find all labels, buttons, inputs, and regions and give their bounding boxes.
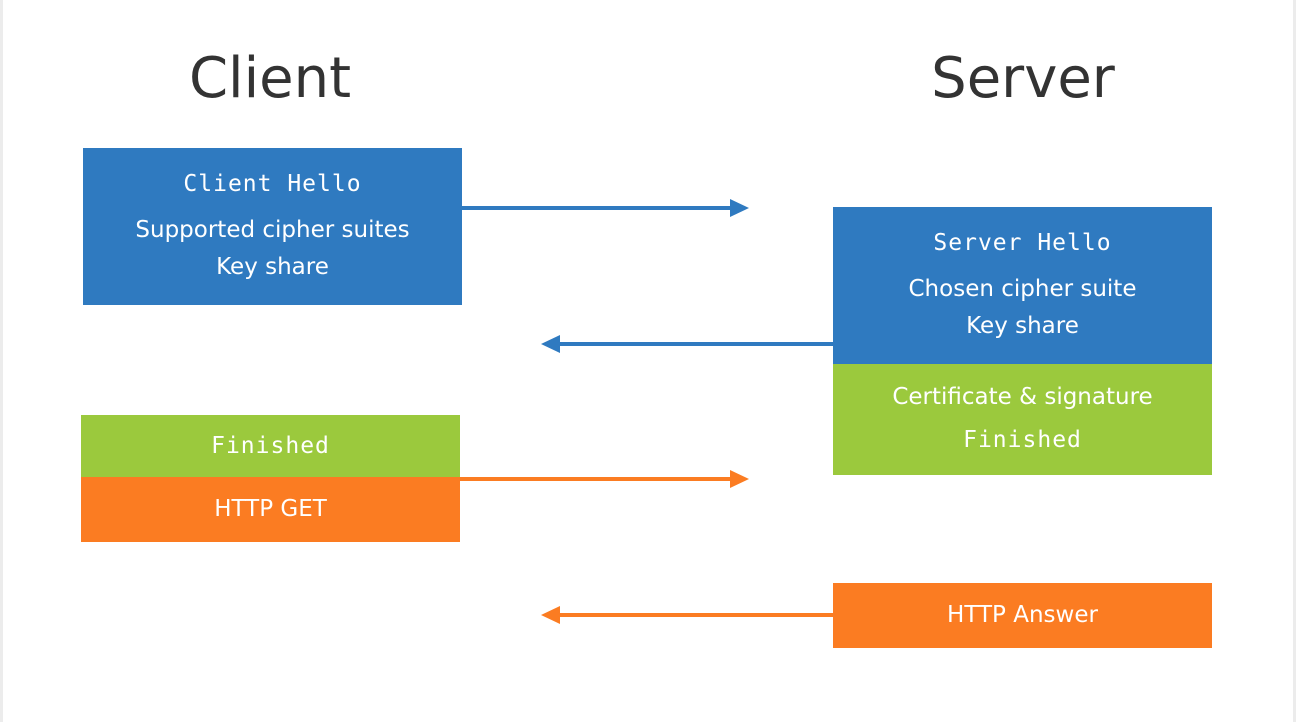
client-key-share-label: Key share [216, 254, 329, 280]
client-hello-title: Client Hello [183, 171, 362, 197]
server-certificate-box: Certificate & signature Finished [833, 364, 1212, 475]
client-finished-label: Finished [211, 433, 330, 459]
http-answer-box: HTTP Answer [833, 583, 1212, 648]
http-get-box: HTTP GET [81, 477, 460, 542]
server-hello-title: Server Hello [933, 230, 1112, 256]
client-hello-box: Client Hello Supported cipher suites Key… [83, 148, 462, 305]
server-key-share-label: Key share [966, 313, 1079, 339]
right-frame-edge [1293, 0, 1296, 722]
http-answer-arrow [541, 606, 833, 624]
server-cipher-suite-label: Chosen cipher suite [908, 276, 1137, 302]
http-get-arrow [460, 470, 749, 488]
left-frame-edge [0, 0, 3, 722]
http-answer-label: HTTP Answer [947, 602, 1098, 628]
server-certificate-label: Certificate & signature [892, 384, 1153, 410]
client-cipher-suites-label: Supported cipher suites [135, 217, 410, 243]
server-finished-label: Finished [963, 427, 1082, 453]
client-finished-box: Finished [81, 415, 460, 477]
client-heading: Client [188, 46, 352, 111]
server-heading: Server [931, 46, 1115, 111]
http-get-label: HTTP GET [214, 496, 327, 522]
client-hello-arrow [462, 199, 749, 217]
server-hello-arrow [541, 335, 833, 353]
server-hello-box: Server Hello Chosen cipher suite Key sha… [833, 207, 1212, 364]
